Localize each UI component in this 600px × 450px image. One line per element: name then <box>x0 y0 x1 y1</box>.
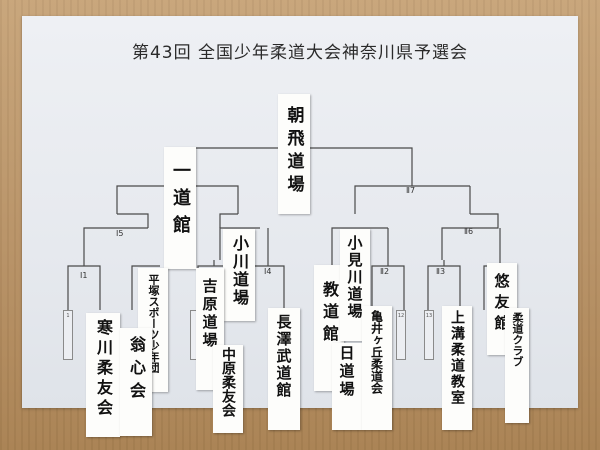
bracket-slot-1: 1 <box>63 310 73 360</box>
team-card-hi-dojo: 日道場 <box>332 343 362 430</box>
bracket-slot-13: 13 <box>424 310 434 360</box>
team-card-kawa-tomo: 中原柔友会 <box>213 345 243 433</box>
match-label-2-3: Ⅱ3 <box>436 267 446 276</box>
match-label-1-5: Ⅰ5 <box>116 229 124 238</box>
team-card-kamimizo: 上溝柔道教室 <box>442 306 472 430</box>
match-label-1-1: Ⅰ1 <box>80 271 88 280</box>
team-card-club: 柔道クラブ <box>505 308 529 423</box>
team-card-samukawa: 寒川柔友会 <box>86 313 120 437</box>
bracket-slot-12: 12 <box>396 310 406 360</box>
team-card-nagasawa: 長澤武道館 <box>268 308 300 430</box>
match-label-1-4: Ⅰ4 <box>264 267 272 276</box>
match-label-2-2: Ⅱ2 <box>380 267 390 276</box>
team-card-kamegaoka: 亀井ヶ丘柔道会 <box>362 306 392 430</box>
match-label-2-6: Ⅱ6 <box>464 227 474 236</box>
team-card-ogawa: 小川道場 <box>223 229 255 321</box>
team-card-ichido: 一道館 <box>164 147 196 269</box>
team-card-kakushin: 翁心会 <box>120 328 152 436</box>
tournament-title: 第43回 全国少年柔道大会神奈川県予選会 <box>131 43 469 63</box>
team-card-winner: 朝飛道場 <box>278 94 310 214</box>
match-label-2-7: Ⅱ7 <box>406 186 416 195</box>
